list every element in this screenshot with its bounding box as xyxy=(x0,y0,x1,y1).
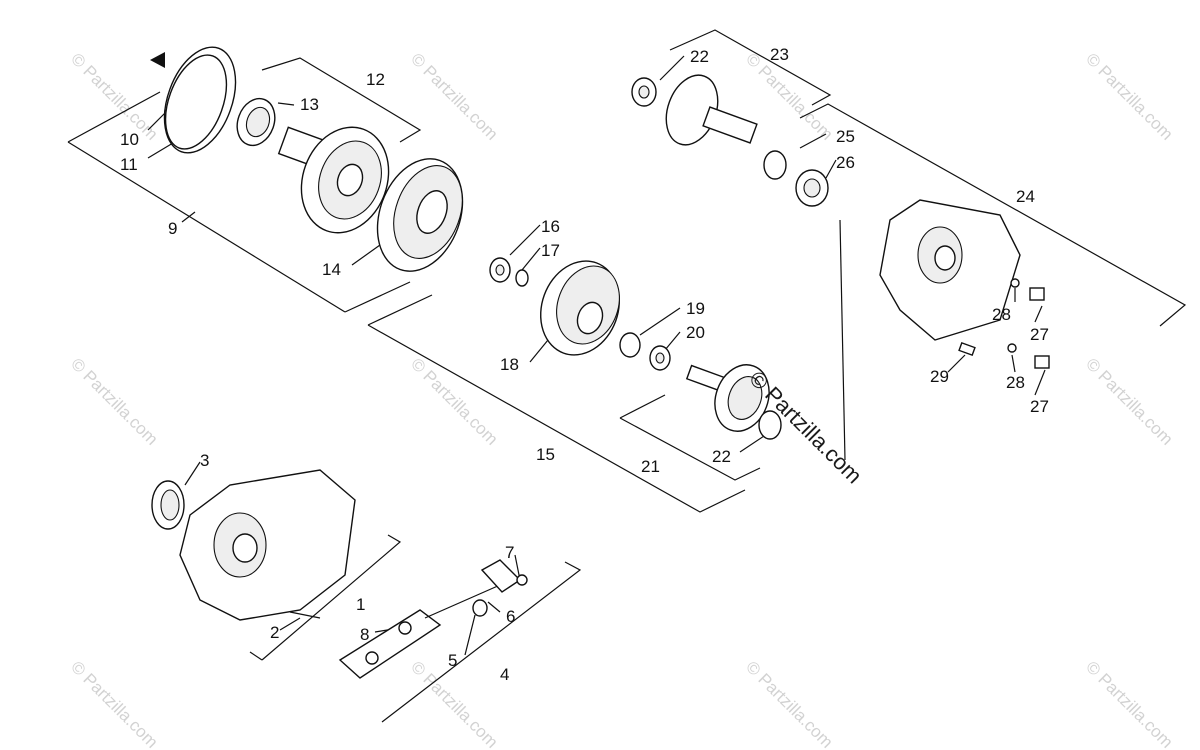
callout-5: 5 xyxy=(448,651,457,670)
callout-12: 12 xyxy=(366,70,385,89)
callout-28b: 28 xyxy=(1006,373,1025,392)
watermark: © Partzilla.com xyxy=(1082,354,1176,448)
watermark: © Partzilla.com xyxy=(407,354,501,448)
callout-1: 1 xyxy=(356,595,365,614)
callout-2: 2 xyxy=(270,623,279,642)
direction-arrow xyxy=(150,52,165,68)
watermark: © Partzilla.com xyxy=(1082,49,1176,143)
watermark: © Partzilla.com xyxy=(742,49,836,143)
callout-13: 13 xyxy=(300,95,319,114)
callout-10: 10 xyxy=(120,130,139,149)
oil-seal xyxy=(151,480,185,530)
callout-6: 6 xyxy=(506,607,515,626)
callout-27: 27 xyxy=(1030,325,1049,344)
watermark: © Partzilla.com xyxy=(67,49,161,143)
transmission-case xyxy=(179,469,356,621)
callout-27b: 27 xyxy=(1030,397,1049,416)
callout-7: 7 xyxy=(505,543,514,562)
callout-labels: 1 2 3 4 5 6 7 8 9 10 11 12 13 14 15 16 1… xyxy=(120,45,1049,684)
callout-21: 21 xyxy=(641,457,660,476)
callout-20: 20 xyxy=(686,323,705,342)
watermark: © Partzilla.com xyxy=(742,657,836,750)
callout-18: 18 xyxy=(500,355,519,374)
callout-26: 26 xyxy=(836,153,855,172)
output-shaft-housing xyxy=(277,126,390,234)
callout-24: 24 xyxy=(1016,187,1035,206)
callout-25: 25 xyxy=(836,127,855,146)
clutch-gear xyxy=(539,260,621,356)
thrust-washers xyxy=(619,332,671,371)
gear-shaft xyxy=(685,364,782,440)
callout-28: 28 xyxy=(992,305,1011,324)
callout-23: 23 xyxy=(770,45,789,64)
callout-17: 17 xyxy=(541,241,560,260)
watermark: © Partzilla.com xyxy=(67,354,161,448)
callout-3: 3 xyxy=(200,451,209,470)
watermark-layer: © Partzilla.com © Partzilla.com © Partzi… xyxy=(67,49,1176,750)
watermark: © Partzilla.com xyxy=(67,657,161,750)
callout-16: 16 xyxy=(541,217,560,236)
transmission-cover xyxy=(879,199,1050,369)
watermark: © Partzilla.com xyxy=(407,657,501,750)
watermark: © Partzilla.com xyxy=(407,49,501,143)
callout-9: 9 xyxy=(168,219,177,238)
drive-gear-shaft xyxy=(631,74,829,207)
bearing xyxy=(236,97,276,147)
watermark: © Partzilla.com xyxy=(1082,657,1176,750)
clutch-drum xyxy=(376,158,464,272)
shift-lever-assembly xyxy=(338,559,528,679)
callout-29: 29 xyxy=(930,367,949,386)
callout-15: 15 xyxy=(536,445,555,464)
callout-4: 4 xyxy=(500,665,509,684)
seal-rings xyxy=(163,46,237,154)
callout-22: 22 xyxy=(712,447,731,466)
callout-19: 19 xyxy=(686,299,705,318)
callout-11: 11 xyxy=(120,155,138,174)
callout-14: 14 xyxy=(322,260,341,279)
callout-22b: 22 xyxy=(690,47,709,66)
bearing-and-washer xyxy=(489,257,529,287)
callout-8: 8 xyxy=(360,625,369,644)
